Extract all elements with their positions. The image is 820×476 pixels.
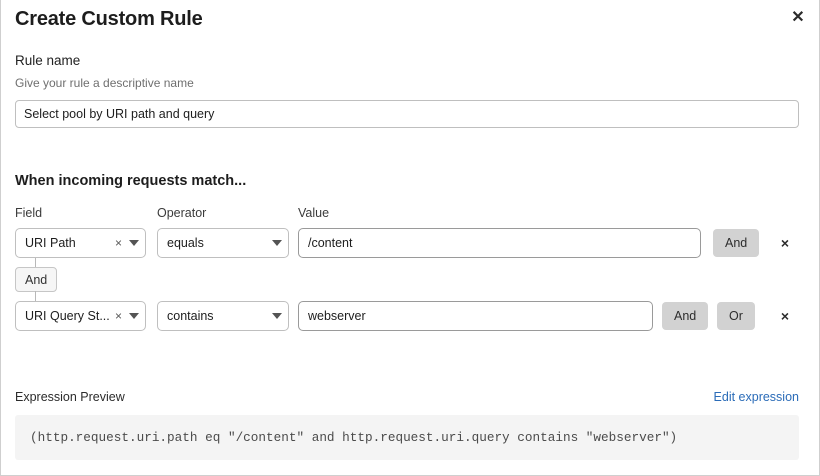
rule-name-description: Give your rule a descriptive name (15, 76, 194, 90)
chevron-down-icon[interactable] (270, 313, 288, 319)
and-button-2[interactable]: And (662, 302, 709, 330)
clear-icon[interactable]: × (114, 309, 122, 323)
field-select-1-value: URI Path (25, 236, 76, 250)
expression-preview-label: Expression Preview (15, 390, 125, 404)
close-icon[interactable]: ✕ (791, 9, 805, 26)
connector-line-top (35, 258, 36, 268)
field-select-2-value: URI Query St... (25, 309, 110, 323)
column-header-operator: Operator (157, 206, 207, 220)
column-header-value: Value (298, 206, 330, 220)
expression-preview-text: (http.request.uri.path eq "/content" and… (30, 430, 678, 445)
delete-row-2-icon[interactable]: × (780, 308, 790, 324)
clear-icon[interactable]: × (114, 236, 122, 250)
edit-expression-link[interactable]: Edit expression (713, 390, 799, 404)
chevron-down-icon[interactable] (127, 240, 145, 246)
operator-select-1-value: equals (167, 236, 204, 250)
or-button-2[interactable]: Or (717, 302, 755, 330)
value-input-2[interactable] (298, 301, 653, 331)
chevron-down-icon[interactable] (270, 240, 288, 246)
and-button-1[interactable]: And (713, 229, 760, 257)
delete-row-1-icon[interactable]: × (780, 235, 790, 251)
group-connector-and[interactable]: And (15, 267, 58, 292)
operator-select-2[interactable]: contains (157, 301, 289, 331)
field-select-1[interactable]: URI Path × (15, 228, 146, 258)
field-select-2[interactable]: URI Query St... × (15, 301, 146, 331)
operator-select-1[interactable]: equals (157, 228, 289, 258)
column-header-field: Field (15, 206, 43, 220)
connector-line-bottom (35, 291, 36, 301)
condition-row: URI Query St... × contains And Or × (1, 301, 820, 331)
value-input-1[interactable] (298, 228, 701, 258)
condition-row: URI Path × equals And × (1, 228, 820, 258)
rule-name-input[interactable] (15, 100, 799, 128)
page-title: Create Custom Rule (15, 8, 203, 30)
match-heading: When incoming requests match... (15, 173, 247, 189)
operator-select-2-value: contains (167, 309, 214, 323)
expression-preview-box: (http.request.uri.path eq "/content" and… (15, 415, 799, 460)
chevron-down-icon[interactable] (127, 313, 145, 319)
rule-name-label: Rule name (15, 53, 81, 68)
